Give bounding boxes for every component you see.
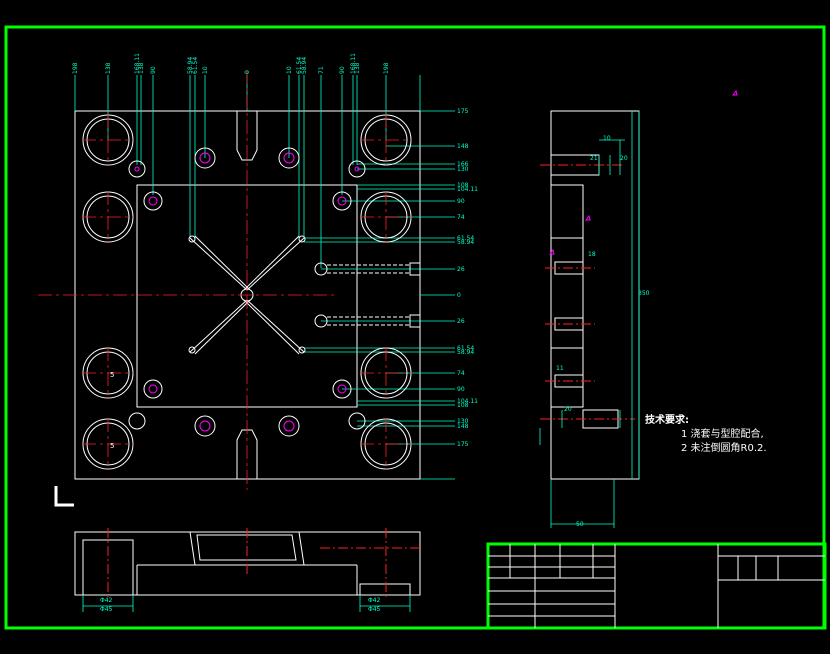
bottom-dim-label: Φ45: [100, 606, 113, 613]
side-dim-label: 50: [576, 521, 584, 528]
top-dim-label: 198: [383, 62, 390, 74]
right-dim-label: 90: [457, 386, 465, 393]
right-dim-label: 148: [457, 143, 469, 150]
side-dim-label: 10: [603, 135, 611, 142]
side-dim-label: 350: [638, 290, 650, 297]
top-dim-label: 61.54: [192, 57, 199, 74]
top-dim-label: 58.94: [301, 57, 308, 74]
right-dim-label: 58.94: [457, 349, 474, 356]
bottom-dim-label: Φ45: [368, 606, 381, 613]
right-dim-label: 0: [457, 292, 461, 299]
right-dimension-labels: 175148166130108104.11907461.5458.9426026…: [457, 108, 478, 448]
side-dim-label: 11: [556, 365, 564, 372]
right-dim-label: 166: [457, 161, 469, 168]
right-dim-label: 108: [457, 402, 469, 409]
section-view: [74, 528, 421, 612]
side-dim-label: 18: [588, 251, 596, 258]
top-dim-label: 0: [244, 70, 251, 74]
top-dim-label: 90: [339, 66, 346, 74]
right-dim-label: 74: [457, 370, 465, 377]
right-dim-label: 104.11: [457, 398, 478, 405]
top-dim-label: 10: [286, 66, 293, 74]
top-dim-label: 71: [318, 66, 325, 74]
top-dim-label: 138: [138, 62, 145, 74]
top-dim-label: 61.54: [296, 57, 303, 74]
technical-notes: 技术要求: 1 浇套与型腔配合, 2 未注倒圆角R0.2.: [645, 414, 767, 456]
right-dim-label: 175: [457, 441, 469, 448]
hole-label: 5: [110, 442, 114, 450]
drawing-frame: [4, 25, 826, 630]
top-dim-label: 138: [105, 62, 112, 74]
top-dim-label: 10: [202, 66, 209, 74]
right-dim-label: 61.54: [457, 235, 474, 242]
right-dim-label: 175: [457, 108, 469, 115]
right-dim-label: 58.94: [457, 239, 474, 246]
top-dim-label: 168.11: [134, 53, 141, 74]
right-dim-label: 26: [457, 318, 465, 325]
top-dim-label: 198: [72, 62, 79, 74]
right-dim-label: 90: [457, 198, 465, 205]
plan-view: [38, 70, 455, 490]
right-dim-label: 61.54: [457, 345, 474, 352]
right-dim-label: 26: [457, 266, 465, 273]
side-dim-label: 20: [564, 406, 572, 413]
hole-label: 5: [110, 371, 114, 379]
right-dim-label: 130: [457, 166, 469, 173]
hole-labels: 55: [110, 371, 114, 450]
bottom-dim-label: Φ42: [368, 597, 381, 604]
top-dim-label: 90: [150, 66, 157, 74]
right-dim-label: 148: [457, 423, 469, 430]
note-item-2: 2 未注倒圆角R0.2.: [681, 443, 767, 454]
right-dim-label: 104.11: [457, 186, 478, 193]
view-symbol: [54, 486, 74, 507]
right-dim-label: 74: [457, 214, 465, 221]
top-dim-label: 138: [354, 62, 361, 74]
notes-title: 技术要求:: [645, 415, 689, 426]
right-dim-label: 130: [457, 418, 469, 425]
top-dim-label: 58.94: [187, 57, 194, 74]
side-view: [539, 89, 738, 528]
note-item-1: 1 浇套与型腔配合,: [681, 429, 764, 440]
title-block: [486, 542, 827, 630]
side-dimension-labels: 10 20 21 18 350 11 20 50: [556, 135, 650, 528]
right-dim-label: 108: [457, 182, 469, 189]
bottom-dim-label: Φ42: [100, 597, 113, 604]
top-dim-label: 168.11: [350, 53, 357, 74]
side-dim-label: 21: [590, 155, 598, 162]
side-dim-label: 20: [620, 155, 628, 162]
